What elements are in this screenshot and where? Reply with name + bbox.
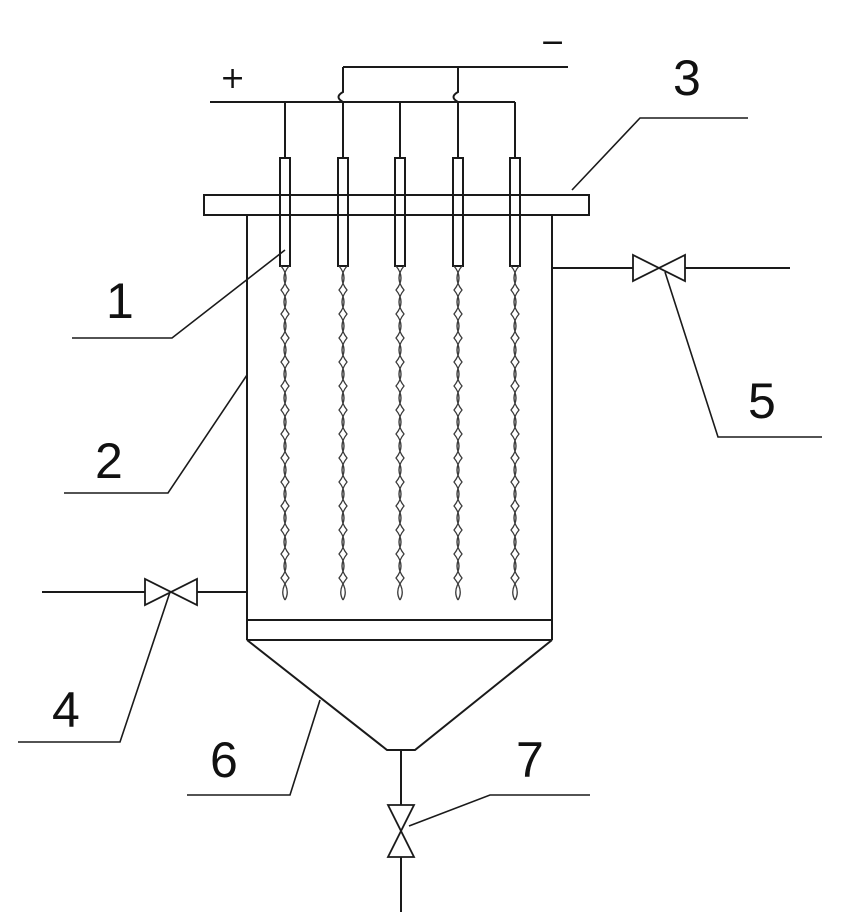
- mesh-electrode-5: [511, 266, 519, 600]
- callout-2-label: 2: [95, 433, 123, 489]
- callout-1-label: 1: [106, 273, 134, 329]
- callout-7-label: 7: [516, 732, 544, 788]
- drain-pipe-valve: [388, 750, 414, 912]
- outlet-pipe-valve: [552, 255, 790, 281]
- inlet-pipe-valve: [42, 579, 247, 605]
- mesh-electrode-3: [396, 266, 404, 600]
- negative-terminal-sign: −: [540, 25, 565, 60]
- mesh-electrode-2: [339, 266, 347, 600]
- callout-6-label: 6: [210, 732, 238, 788]
- power-supply-wiring: [210, 67, 568, 160]
- callout-5-label: 5: [748, 373, 776, 429]
- mesh-electrode-4: [454, 266, 462, 600]
- callout-3-label: 3: [673, 50, 701, 106]
- mesh-electrode-1: [281, 266, 289, 600]
- mesh-electrodes: [281, 266, 519, 600]
- callout-4-label: 4: [52, 682, 80, 738]
- callout-leaders: [18, 118, 822, 826]
- conical-bottom: [247, 640, 552, 750]
- positive-terminal-sign: +: [220, 61, 245, 96]
